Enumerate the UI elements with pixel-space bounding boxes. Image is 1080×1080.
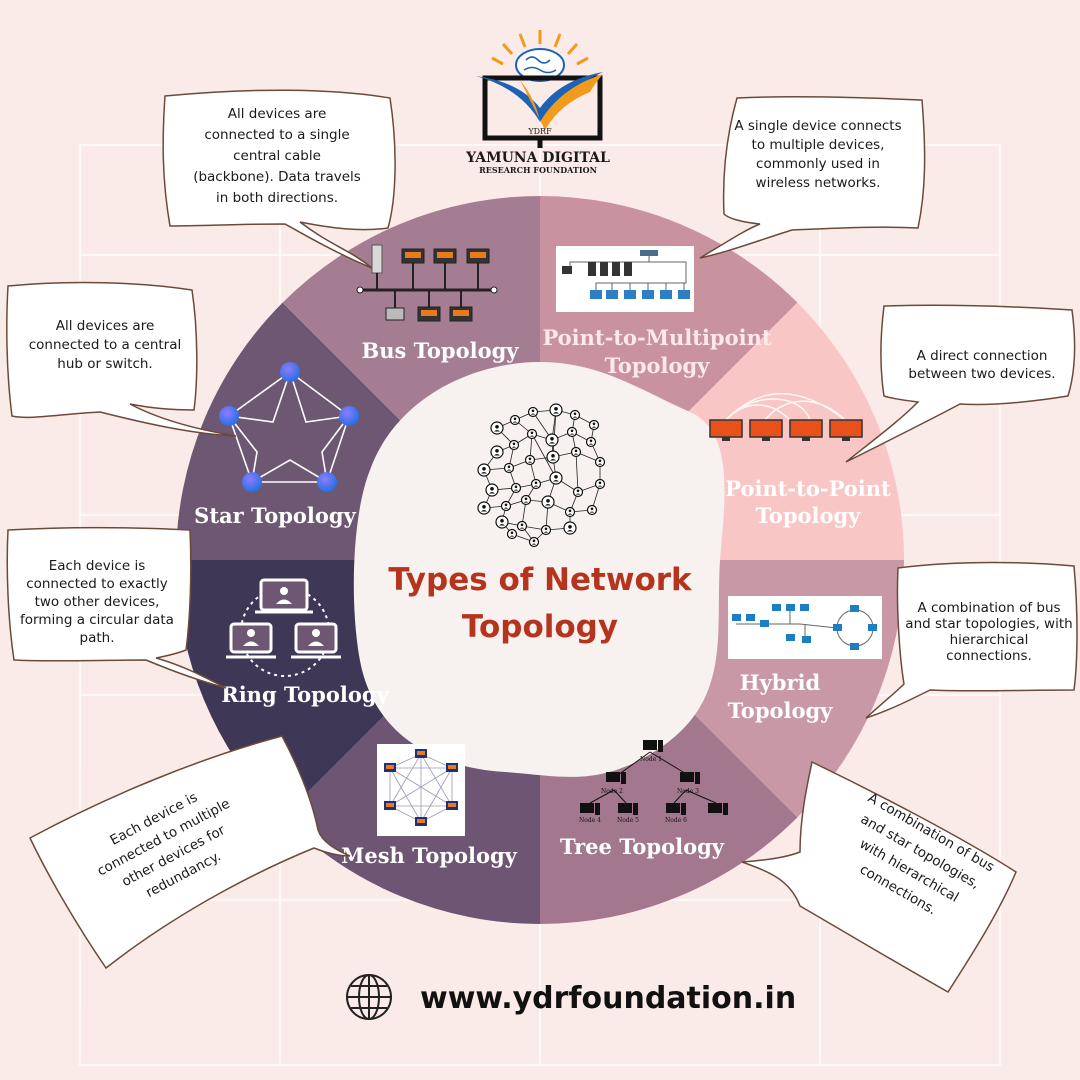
tree-node-2: Node 2 (601, 788, 623, 795)
star-callout-line: All devices are (56, 318, 155, 334)
ptmp-callout-line: A single device connects (734, 118, 901, 134)
bus-callout-line: connected to a single (204, 127, 349, 143)
bus-callout-line: in both directions. (216, 190, 338, 206)
point-to-point-callout: A direct connection between two devices. (845, 304, 1076, 463)
ptmp-label-line1: Point-to-Multipoint (542, 325, 771, 350)
ring-callout-line: Each device is (49, 558, 146, 574)
ptp-label-line1: Point-to-Point (725, 476, 891, 501)
logo-name-line2: RESEARCH FOUNDATION (479, 165, 597, 175)
center-panel (353, 362, 725, 777)
ptmp-callout-line: wireless networks. (756, 175, 881, 191)
ring-callout-line: two other devices, (35, 594, 160, 610)
star-callout: All devices are connected to a central hub… (6, 281, 237, 437)
mesh-topology-image (377, 744, 465, 836)
ptp-callout-line: between two devices. (908, 366, 1055, 382)
star-callout-line: hub or switch. (57, 356, 152, 372)
title-line2: Topology (462, 609, 618, 645)
hybrid-label-line2: Topology (728, 698, 834, 723)
globe-icon (346, 974, 392, 1020)
tree-label: Tree Topology (560, 834, 725, 859)
ptmp-callout-line: to multiple devices, (752, 137, 885, 153)
logo-acronym: YDRF (527, 127, 552, 136)
hybrid-callout-line: A combination of bus (917, 600, 1060, 616)
callout-bubbles: All devices are connected to a single cent… (6, 89, 1078, 994)
tree-topology-image: Node 1 Node 2 Node 3 Node 4 Node 5 Node … (579, 740, 728, 824)
hybrid-callout-line: and star topologies, with (905, 616, 1072, 632)
tree-node-5: Node 5 (617, 817, 639, 824)
tree-node-1: Node 1 (640, 756, 662, 763)
title-line1: Types of Network (388, 562, 693, 598)
ring-callout: Each device is connected to exactly two ot… (6, 526, 227, 689)
bus-label: Bus Topology (362, 338, 520, 363)
mesh-label: Mesh Topology (341, 843, 518, 868)
point-to-multipoint-callout-text: A single device connects to multiple devi… (734, 118, 901, 191)
ring-label: Ring Topology (221, 682, 389, 707)
bus-callout-text: All devices are connected to a single cent… (193, 106, 361, 206)
point-to-point-callout-text: A direct connection between two devices. (908, 348, 1055, 382)
star-callout-text: All devices are connected to a central hub… (29, 318, 182, 372)
bus-callout: All devices are connected to a single cent… (162, 89, 396, 269)
ring-callout-line: forming a circular data (20, 612, 174, 628)
hybrid-callout-line: connections. (946, 648, 1032, 664)
point-to-point-image (709, 393, 863, 441)
ptmp-callout-line: commonly used in (756, 156, 880, 172)
bus-callout-line: (backbone). Data travels (193, 169, 361, 185)
hybrid-topology-image (728, 596, 882, 659)
star-label: Star Topology (194, 503, 356, 528)
bus-callout-line: All devices are (228, 106, 327, 122)
tree-node-3: Node 3 (677, 788, 699, 795)
hybrid-callout-line: hierarchical (950, 632, 1029, 648)
tree-node-6: Node 6 (665, 817, 687, 824)
hybrid-label-line1: Hybrid (740, 670, 821, 695)
star-topology-icon (219, 362, 359, 492)
ring-callout-line: path. (80, 630, 115, 646)
ptmp-label-line2: Topology (605, 353, 711, 378)
ydrf-logo: YDRF YAMUNA DIGITAL RESEARCH FOUNDATION (465, 30, 610, 175)
sun-rays-icon (491, 30, 589, 66)
ptp-callout-line: A direct connection (917, 348, 1048, 364)
bus-topology-image (356, 244, 498, 322)
website-url[interactable]: www.ydrfoundation.in (420, 981, 796, 1016)
ring-callout-line: connected to exactly (26, 576, 168, 592)
brain-icon (515, 48, 565, 82)
bus-callout-line: central cable (233, 148, 321, 164)
website-footer[interactable]: www.ydrfoundation.in (346, 974, 796, 1020)
point-to-multipoint-image (556, 246, 694, 312)
segment-labels: Bus Topology Point-to-Multipoint Topolog… (194, 325, 891, 868)
point-to-multipoint-callout: A single device connects to multiple devi… (699, 95, 926, 259)
logo-name-line1: YAMUNA DIGITAL (465, 150, 610, 166)
ring-topology-icon (226, 578, 341, 677)
monitor-icon (482, 75, 603, 141)
ring-callout-text: Each device is connected to exactly two ot… (20, 558, 174, 646)
ptp-label-line2: Topology (756, 503, 862, 528)
star-callout-line: connected to a central (29, 337, 182, 353)
network-graph-illustration (477, 403, 606, 548)
tree-node-4: Node 4 (579, 817, 601, 824)
